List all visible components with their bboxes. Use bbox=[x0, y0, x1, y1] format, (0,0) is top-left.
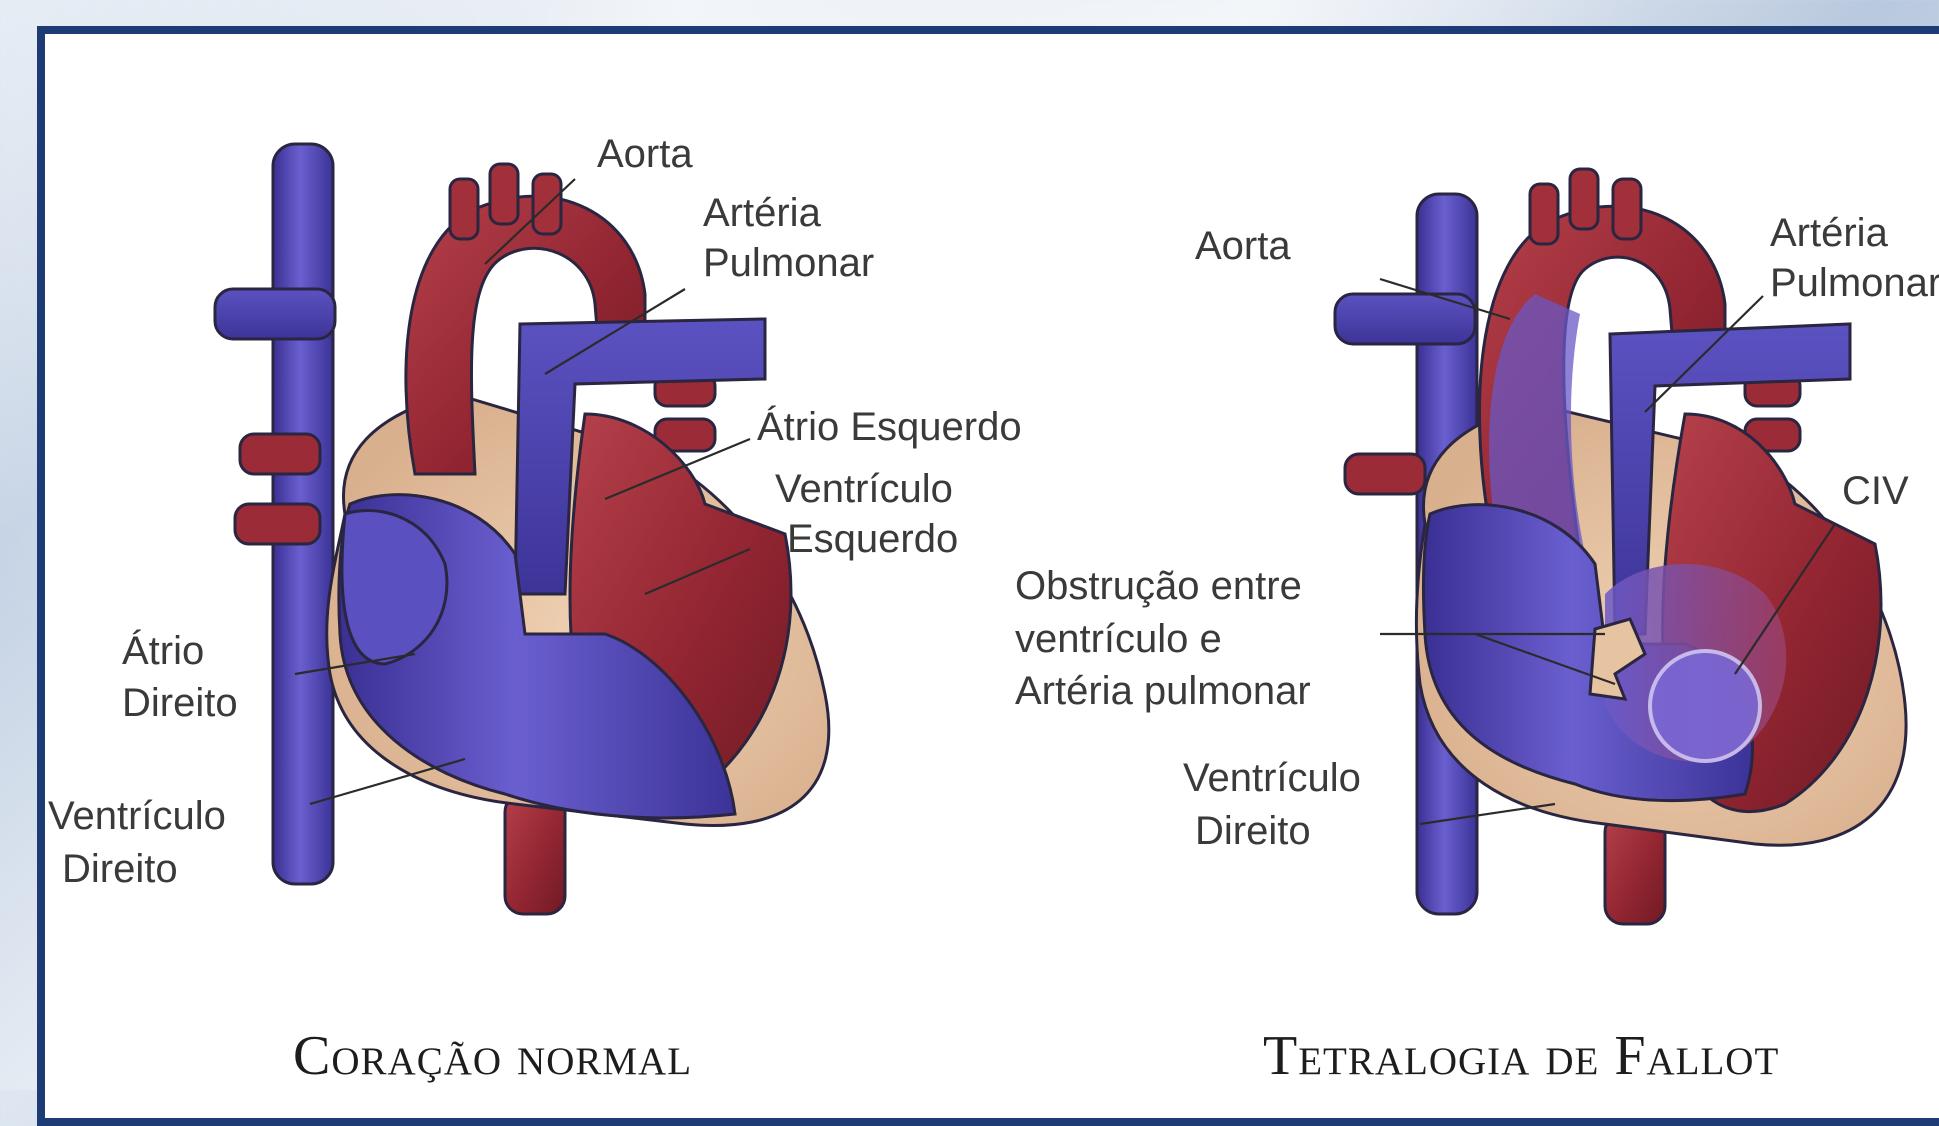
label-right-atrium-line2: Direito bbox=[122, 681, 238, 725]
label-fallot-civ: CIV bbox=[1842, 469, 1909, 513]
fallot-aortic-branch-3 bbox=[1613, 179, 1641, 239]
fallot-aortic-branch-1 bbox=[1530, 184, 1558, 244]
aortic-branch-2 bbox=[490, 164, 518, 224]
label-right-ventricle-line2: Direito bbox=[62, 847, 178, 891]
label-aorta: Aorta bbox=[597, 132, 693, 176]
label-fallot-pulmonary-artery-line1: Artéria bbox=[1770, 211, 1889, 255]
label-fallot-obstruction-line1: Obstrução entre bbox=[1015, 564, 1302, 608]
label-fallot-aorta: Aorta bbox=[1195, 224, 1291, 268]
fallot-pulmonary-vein-left bbox=[1345, 454, 1425, 494]
label-left-ventricle-line2: Esquerdo bbox=[787, 517, 958, 561]
label-left-ventricle-line1: Ventrículo bbox=[775, 467, 953, 511]
label-pulmonary-artery-line2: Pulmonar bbox=[703, 241, 874, 285]
slide-frame: Aorta Artéria Pulmonar Átrio Esquerdo Ve… bbox=[37, 26, 1939, 1126]
title-normal-heart: Coração normal bbox=[293, 1025, 692, 1087]
aortic-branch-1 bbox=[450, 179, 478, 239]
label-pulmonary-artery-line1: Artéria bbox=[703, 191, 822, 235]
pulmonary-vein-left-upper bbox=[240, 434, 320, 474]
label-fallot-right-ventricle-line2: Direito bbox=[1195, 809, 1311, 853]
vena-branch bbox=[215, 289, 335, 339]
descending-aorta bbox=[505, 794, 565, 914]
heart-comparison-diagram: Aorta Artéria Pulmonar Átrio Esquerdo Ve… bbox=[45, 34, 1939, 1090]
label-right-atrium-line1: Átrio bbox=[122, 628, 204, 673]
title-fallot-heart: Tetralogia de Fallot bbox=[1263, 1025, 1779, 1087]
pulmonary-vein-left-lower bbox=[235, 504, 320, 544]
label-fallot-right-ventricle-line1: Ventrículo bbox=[1183, 756, 1361, 800]
fallot-vsd-circle bbox=[1650, 651, 1760, 761]
label-left-atrium: Átrio Esquerdo bbox=[757, 404, 1022, 449]
label-fallot-pulmonary-artery-line2: Pulmonar bbox=[1770, 261, 1939, 305]
label-right-ventricle-line1: Ventrículo bbox=[48, 794, 226, 838]
label-fallot-obstruction-line3: Artéria pulmonar bbox=[1015, 669, 1311, 713]
label-fallot-obstruction-line2: ventrículo e bbox=[1015, 617, 1222, 661]
fallot-aortic-branch-2 bbox=[1570, 169, 1598, 229]
